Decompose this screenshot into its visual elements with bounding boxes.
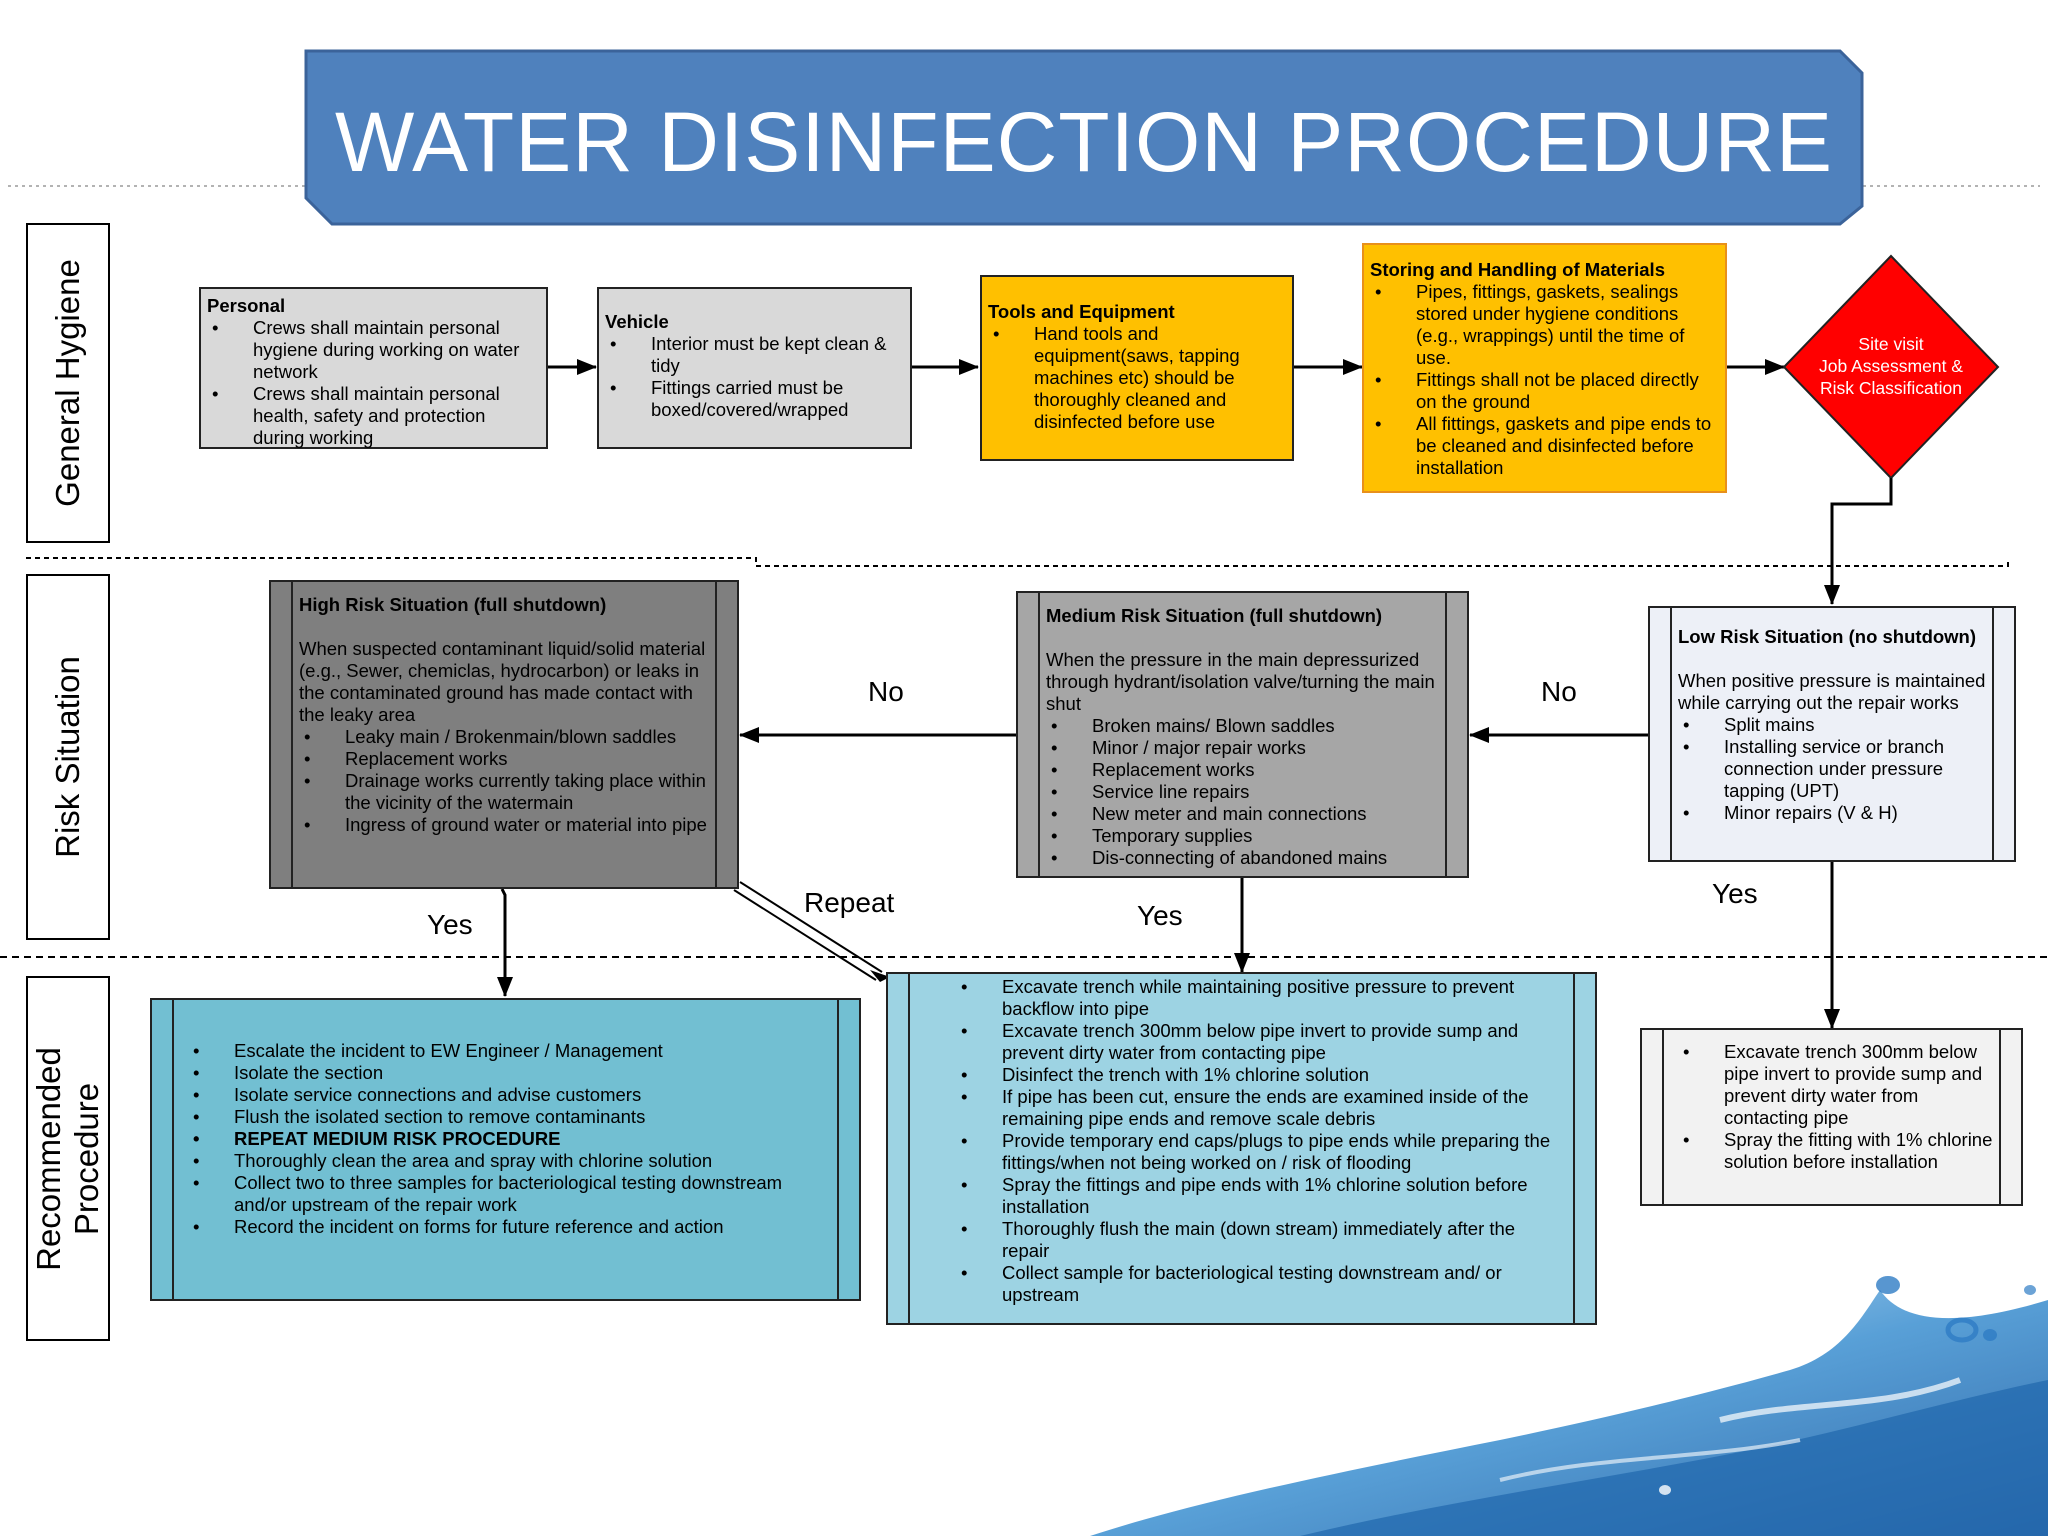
repeat-line-b	[733, 889, 877, 981]
list-item: Split mains	[1683, 714, 1986, 736]
high-risk-list: Leaky main / Brokenmain/blown saddles Re…	[299, 726, 709, 836]
list-item: Ingress of ground water or material into…	[304, 814, 709, 836]
decision-label: Site visit Job Assessment & Risk Classif…	[1788, 333, 1994, 399]
lane-title-procedure-line1: Recommended	[30, 1046, 67, 1271]
list-item: Crews shall maintain personal health, sa…	[212, 383, 540, 449]
list-item: New meter and main connections	[1051, 803, 1439, 825]
list-item: Pipes, fittings, gaskets, sealings store…	[1375, 281, 1719, 369]
label-repeat: Repeat	[804, 887, 895, 918]
list-item: Disinfect the trench with 1% chlorine so…	[961, 1064, 1567, 1086]
lane-label-general-hygiene: General Hygiene	[26, 223, 110, 543]
personal-heading: Personal	[207, 295, 286, 316]
lane-title-risk: Risk Situation	[49, 656, 86, 858]
label-no-left: No	[868, 676, 904, 707]
label-no-right: No	[1541, 676, 1577, 707]
lane-separator-1	[26, 557, 2009, 567]
low-risk-heading: Low Risk Situation (no shutdown)	[1678, 626, 1977, 647]
list-item: Isolate service connections and advise c…	[193, 1084, 831, 1106]
high-risk-heading: High Risk Situation (full shutdown)	[299, 594, 607, 615]
procedure-low-list: Excavate trench 300mm below pipe invert …	[1678, 1041, 1993, 1173]
list-item: Service line repairs	[1051, 781, 1439, 803]
label-yes-high: Yes	[427, 909, 473, 940]
list-item: All fittings, gaskets and pipe ends to b…	[1375, 413, 1719, 479]
list-item: Thoroughly clean the area and spray with…	[193, 1150, 831, 1172]
decision-line-2: Job Assessment &	[1819, 356, 1963, 376]
procedure-low-box: Excavate trench 300mm below pipe invert …	[1640, 1028, 2023, 1206]
page-title: WATER DISINFECTION PROCEDURE	[334, 94, 1834, 189]
list-item: If pipe has been cut, ensure the ends ar…	[961, 1086, 1567, 1130]
procedure-high-list: Escalate the incident to EW Engineer / M…	[188, 1040, 831, 1238]
list-item: Leaky main / Brokenmain/blown saddles	[304, 726, 709, 748]
tools-heading: Tools and Equipment	[988, 301, 1175, 322]
list-item: Flush the isolated section to remove con…	[193, 1106, 831, 1128]
hygiene-tools-box: Tools and Equipment Hand tools and equip…	[980, 275, 1294, 461]
hygiene-personal-box: Personal Crews shall maintain personal h…	[199, 287, 548, 449]
list-item: Excavate trench 300mm below pipe invert …	[1683, 1041, 1993, 1129]
lane-title-procedure-line2: Procedure	[68, 1082, 105, 1235]
list-item: Isolate the section	[193, 1062, 831, 1084]
list-item: Excavate trench while maintaining positi…	[961, 976, 1567, 1020]
personal-list: Crews shall maintain personal hygiene du…	[207, 317, 540, 449]
title-banner	[304, 49, 1864, 226]
storing-heading: Storing and Handling of Materials	[1370, 259, 1665, 280]
arrow-decision-low	[1824, 478, 1893, 605]
hygiene-storing-box: Storing and Handling of Materials Pipes,…	[1362, 243, 1727, 493]
list-item: Temporary supplies	[1051, 825, 1439, 847]
low-risk-intro: When positive pressure is maintained whi…	[1678, 670, 1986, 713]
list-item: Interior must be kept clean & tidy	[610, 333, 904, 377]
storing-list: Pipes, fittings, gaskets, sealings store…	[1370, 281, 1719, 479]
low-risk-list: Split mains Installing service or branch…	[1678, 714, 1986, 824]
list-item: Minor repairs (V & H)	[1683, 802, 1986, 824]
risk-low-box: Low Risk Situation (no shutdown) When po…	[1648, 606, 2016, 862]
lane-label-risk-situation: Risk Situation	[26, 574, 110, 940]
label-yes-low: Yes	[1712, 878, 1758, 909]
list-item: Broken mains/ Blown saddles	[1051, 715, 1439, 737]
list-item: Collect two to three samples for bacteri…	[193, 1172, 831, 1216]
list-item: Fittings shall not be placed directly on…	[1375, 369, 1719, 413]
medium-risk-intro: When the pressure in the main depressuri…	[1046, 649, 1435, 714]
list-item: Dis-connecting of abandoned mains	[1051, 847, 1439, 869]
list-item: Drainage works currently taking place wi…	[304, 770, 709, 814]
decision-line-1: Site visit	[1858, 334, 1924, 354]
tools-list: Hand tools and equipment(saws, tapping m…	[988, 323, 1286, 433]
decision-line-3: Risk Classification	[1820, 378, 1962, 398]
list-item: Record the incident on forms for future …	[193, 1216, 831, 1238]
procedure-high-box: Escalate the incident to EW Engineer / M…	[150, 998, 861, 1301]
label-yes-medium: Yes	[1137, 900, 1183, 931]
medium-risk-heading: Medium Risk Situation (full shutdown)	[1046, 605, 1383, 626]
risk-medium-box: Medium Risk Situation (full shutdown) Wh…	[1016, 591, 1469, 878]
lane-title-hygiene: General Hygiene	[49, 259, 86, 507]
arrow-high-procedure	[497, 888, 513, 997]
list-item: Replacement works	[1051, 759, 1439, 781]
hygiene-vehicle-box: Vehicle Interior must be kept clean & ti…	[597, 287, 912, 449]
list-item: Installing service or branch connection …	[1683, 736, 1986, 802]
list-item: Spray the fitting with 1% chlorine solut…	[1683, 1129, 1993, 1173]
high-risk-intro: When suspected contaminant liquid/solid …	[299, 638, 706, 725]
procedure-medium-list: Excavate trench while maintaining positi…	[956, 976, 1567, 1306]
repeat-line-a	[739, 881, 883, 973]
list-item: Hand tools and equipment(saws, tapping m…	[993, 323, 1286, 433]
list-item: Crews shall maintain personal hygiene du…	[212, 317, 540, 383]
list-item: Thoroughly flush the main (down stream) …	[961, 1218, 1567, 1262]
list-item: Escalate the incident to EW Engineer / M…	[193, 1040, 831, 1062]
vehicle-heading: Vehicle	[605, 311, 669, 332]
list-item: Collect sample for bacteriological testi…	[961, 1262, 1567, 1306]
procedure-medium-box: Excavate trench while maintaining positi…	[886, 972, 1597, 1325]
list-item: Replacement works	[304, 748, 709, 770]
list-item: Fittings carried must be boxed/covered/w…	[610, 377, 904, 421]
medium-risk-list: Broken mains/ Blown saddles Minor / majo…	[1046, 715, 1439, 869]
list-item: Spray the fittings and pipe ends with 1%…	[961, 1174, 1567, 1218]
vehicle-list: Interior must be kept clean & tidy Fitti…	[605, 333, 904, 421]
list-item: Excavate trench 300mm below pipe invert …	[961, 1020, 1567, 1064]
repeat-arrowhead	[870, 970, 890, 982]
list-item: Minor / major repair works	[1051, 737, 1439, 759]
list-item: Provide temporary end caps/plugs to pipe…	[961, 1130, 1567, 1174]
risk-high-box: High Risk Situation (full shutdown) When…	[269, 580, 739, 889]
list-item: REPEAT MEDIUM RISK PROCEDURE	[193, 1128, 831, 1150]
